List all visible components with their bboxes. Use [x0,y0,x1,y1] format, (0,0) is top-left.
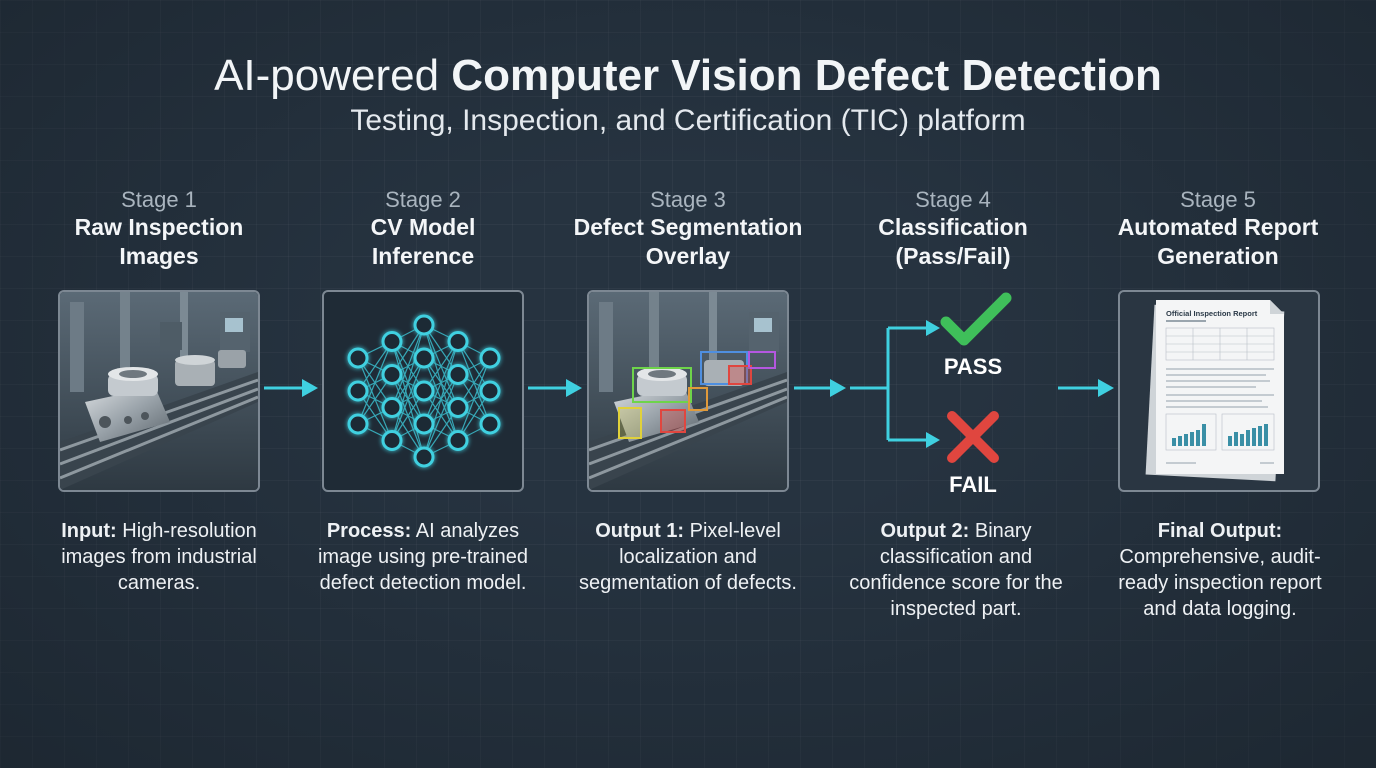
nn-node [381,397,403,418]
nn-node [479,347,501,369]
inspection-report-card: Official Inspection Report [1118,290,1320,492]
nn-node [381,430,403,451]
raw-inspection-image [58,290,260,492]
stage-3-description: Output 1: Pixel-level localization and s… [579,520,797,594]
nn-node [447,331,469,352]
stage-4-number: Stage 4 [915,187,991,212]
stage-4-name: Classification (Pass/Fail) [878,214,1028,269]
arrow-stage3-to-4 [794,379,846,397]
arrow-stage1-to-2 [264,379,318,397]
nn-node [479,380,501,402]
nn-connection [423,341,459,458]
arrow-stage4-to-5 [1058,379,1114,397]
nn-node [447,364,469,385]
pass-check-icon [940,292,1012,346]
stage-5-number: Stage 5 [1180,187,1256,212]
nn-node [413,347,435,369]
nn-node [347,380,369,402]
stage-5-description: Final Output: Comprehensive, audit-ready… [1118,520,1322,620]
stage-1-number: Stage 1 [121,187,197,212]
nn-node [381,331,403,352]
title-prefix: AI-powered [214,51,452,100]
nn-node [447,430,469,451]
report-title: Official Inspection Report [1166,309,1258,318]
nn-connection [457,357,491,441]
nn-connection [423,341,459,425]
nn-connection [357,341,393,425]
nn-connection [391,357,425,441]
segmented-part-illustration [589,292,787,490]
nn-node [413,314,435,336]
neural-network-icon [347,314,501,468]
fail-label: FAIL [949,472,997,497]
nn-node [447,397,469,418]
branch-arrows [850,320,940,448]
neural-network-card [322,290,524,492]
nn-node [413,413,435,435]
nn-node [479,413,501,435]
stage-3-number: Stage 3 [650,187,726,212]
arrow-stage2-to-3 [528,379,582,397]
stage-5-name: Automated Report Generation [1117,214,1319,269]
nn-connection [391,324,425,408]
segmentation-overlay-image [587,290,789,492]
nn-connection [391,324,425,441]
page-title: AI-powered Computer Vision Defect Detect… [0,50,1376,102]
page-subtitle: Testing, Inspection, and Certification (… [350,104,1026,137]
stage-4-description: Output 2: Binary classification and conf… [849,520,1063,620]
nn-node [347,413,369,435]
fail-cross-icon [947,411,999,463]
nn-connection [423,374,459,458]
stage-2-description: Process: AI analyzes image using pre-tra… [317,520,529,594]
nn-node [381,364,403,385]
nn-node [347,347,369,369]
nn-node [413,380,435,402]
stage-1-description: Input: High-resolution images from indus… [61,520,257,594]
stage-1-name: Raw Inspection Images [74,214,244,269]
pass-label: PASS [943,354,1003,379]
stage-3-name: Defect Segmentation Overlay [573,214,803,269]
title-bold: Computer Vision Defect Detection [451,51,1162,100]
stage-2-number: Stage 2 [385,187,461,212]
factory-conveyor-illustration [60,292,258,490]
report-document-icon: Official Inspection Report [1145,300,1285,482]
stage-2-name: CV Model Inference [370,214,476,269]
nn-node [413,446,435,468]
